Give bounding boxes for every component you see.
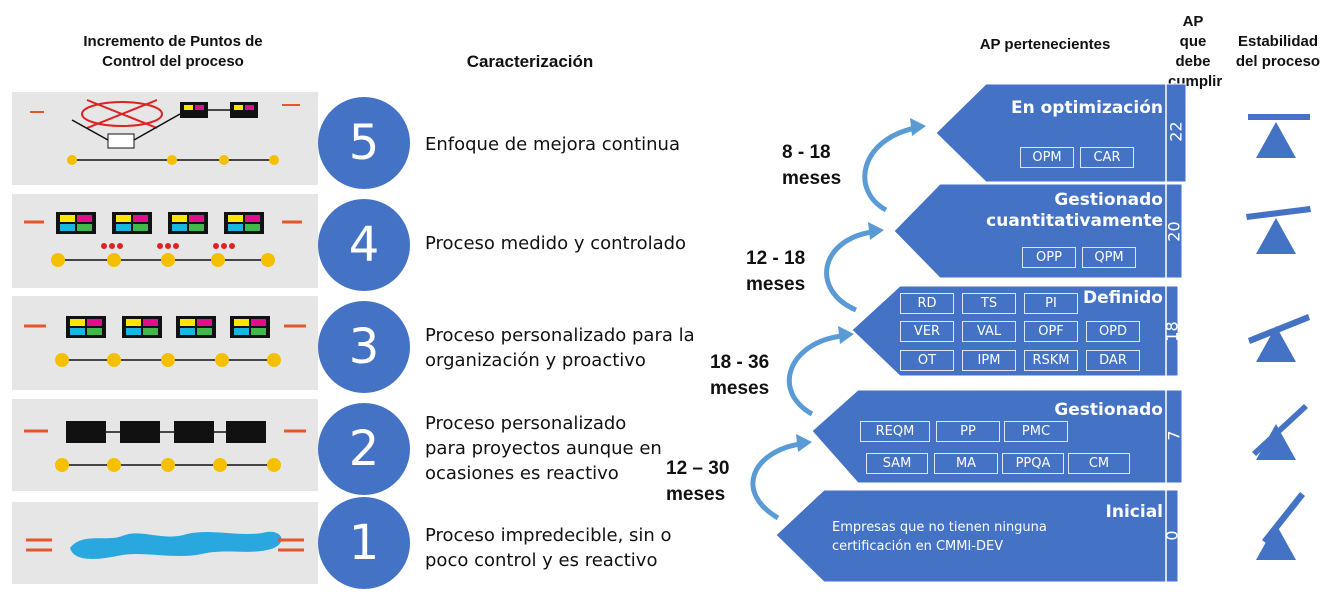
- transition-arrow-2-3: [786, 333, 843, 417]
- process-diagram-level-3: [12, 296, 318, 390]
- level-1-name: Inicial: [1105, 502, 1163, 522]
- kpa-val: VAL: [962, 321, 1016, 342]
- level-2-pentagon: [811, 389, 1183, 484]
- transition-1-2-range: 12 – 30 meses: [666, 456, 756, 508]
- transition-arrow-1-2: [750, 441, 801, 521]
- level-1-note: Empresas que no tienen ninguna certifica…: [832, 520, 1047, 554]
- kpa-ipm: IPM: [962, 350, 1016, 371]
- level-1-ap-count: 0: [1162, 530, 1182, 541]
- transition-3-4-range: 12 - 18 meses: [746, 246, 826, 298]
- transition-3-4-range-unit: meses: [746, 274, 806, 295]
- kpa-opm: OPM: [1020, 147, 1074, 168]
- kpa-cm: CM: [1068, 453, 1130, 474]
- kpa-pi: PI: [1024, 293, 1078, 314]
- kpa-reqm: REQM: [860, 421, 930, 442]
- measured-flow-icon: [24, 212, 302, 267]
- level-1-description: Proceso impredecible, sin o poco control…: [425, 525, 672, 571]
- transition-1-2-range-unit: meses: [666, 484, 726, 505]
- header-ap-belonging: AP pertenecientes: [979, 36, 1111, 53]
- kpa-dar: DAR: [1086, 350, 1140, 371]
- transition-2-3-range-unit: meses: [710, 378, 770, 399]
- kpa-ma: MA: [934, 453, 998, 474]
- level-5-description: Enfoque de mejora continua: [425, 134, 680, 155]
- kpa-opp: OPP: [1022, 247, 1076, 268]
- transition-4-5-range-value: 8 - 18: [782, 142, 831, 163]
- process-diagram-level-5: [12, 92, 318, 185]
- optimizing-flow-icon: [30, 99, 300, 165]
- level-4-name: Gestionado cuantitativamente: [986, 190, 1163, 231]
- level-3-circle: 3: [318, 301, 410, 393]
- level-2-description: Proceso personalizado para proyectos aun…: [425, 413, 662, 484]
- transition-3-4-range-value: 12 - 18: [746, 248, 806, 269]
- kpa-ver: VER: [900, 321, 954, 342]
- transition-2-3-range-value: 18 - 36: [710, 352, 770, 373]
- header-stability: Estabilidad del proceso: [1235, 33, 1321, 70]
- transition-4-5-range-unit: meses: [782, 168, 842, 189]
- transition-1-2-range-value: 12 – 30: [666, 458, 730, 479]
- level-3-description: Proceso personalizado para la organizaci…: [425, 325, 695, 371]
- level-4-pentagon: [893, 183, 1183, 279]
- kpa-pp: PP: [936, 421, 1000, 442]
- kpa-car: CAR: [1080, 147, 1134, 168]
- kpa-ts: TS: [962, 293, 1016, 314]
- level-4-description: Proceso medido y controlado: [425, 233, 687, 254]
- transition-arrow-4-5: [862, 125, 916, 213]
- kpa-ppqa: PPQA: [1002, 453, 1064, 474]
- level-5-ap-count: 22: [1166, 121, 1186, 142]
- chaotic-blob-icon: [26, 531, 304, 559]
- level-4-circle: 4: [318, 199, 410, 291]
- kpa-sam: SAM: [866, 453, 928, 474]
- level-3-name: Definido: [1082, 288, 1163, 308]
- stability-icons: [1246, 114, 1311, 560]
- kpa-opf: OPF: [1024, 321, 1078, 342]
- transition-2-3-range: 18 - 36 meses: [710, 350, 790, 402]
- kpa-opd: OPD: [1086, 321, 1140, 342]
- kpa-pmc: PMC: [1004, 421, 1068, 442]
- level-4-ap-count: 20: [1164, 221, 1184, 242]
- kpa-ot: OT: [900, 350, 954, 371]
- level-5-name: En optimización: [1010, 98, 1163, 118]
- level-1-pentagon: [775, 489, 1179, 583]
- transition-4-5-range: 8 - 18 meses: [782, 140, 862, 192]
- process-diagram-level-4: [12, 194, 318, 288]
- kpa-rskm: RSKM: [1024, 350, 1078, 371]
- level-2-name: Gestionado: [1054, 400, 1163, 420]
- defined-flow-icon: [24, 316, 306, 367]
- level-2-ap-count: 7: [1164, 430, 1184, 441]
- level-2-circle: 2: [318, 403, 410, 495]
- kpa-rd: RD: [900, 293, 954, 314]
- kpa-qpm: QPM: [1082, 247, 1136, 268]
- process-diagram-level-1: [12, 502, 318, 584]
- header-increment: Incremento de Puntos de Control del proc…: [83, 33, 263, 70]
- managed-flow-icon: [24, 421, 306, 472]
- transition-arrow-3-4: [824, 229, 873, 313]
- level-5-pentagon: [935, 83, 1187, 183]
- level-5-circle: 5: [318, 97, 410, 189]
- process-diagram-level-2: [12, 399, 318, 491]
- level-3-ap-count: 18: [1162, 321, 1182, 342]
- header-characterization: Caracterización: [466, 52, 594, 71]
- level-1-circle: 1: [318, 497, 410, 589]
